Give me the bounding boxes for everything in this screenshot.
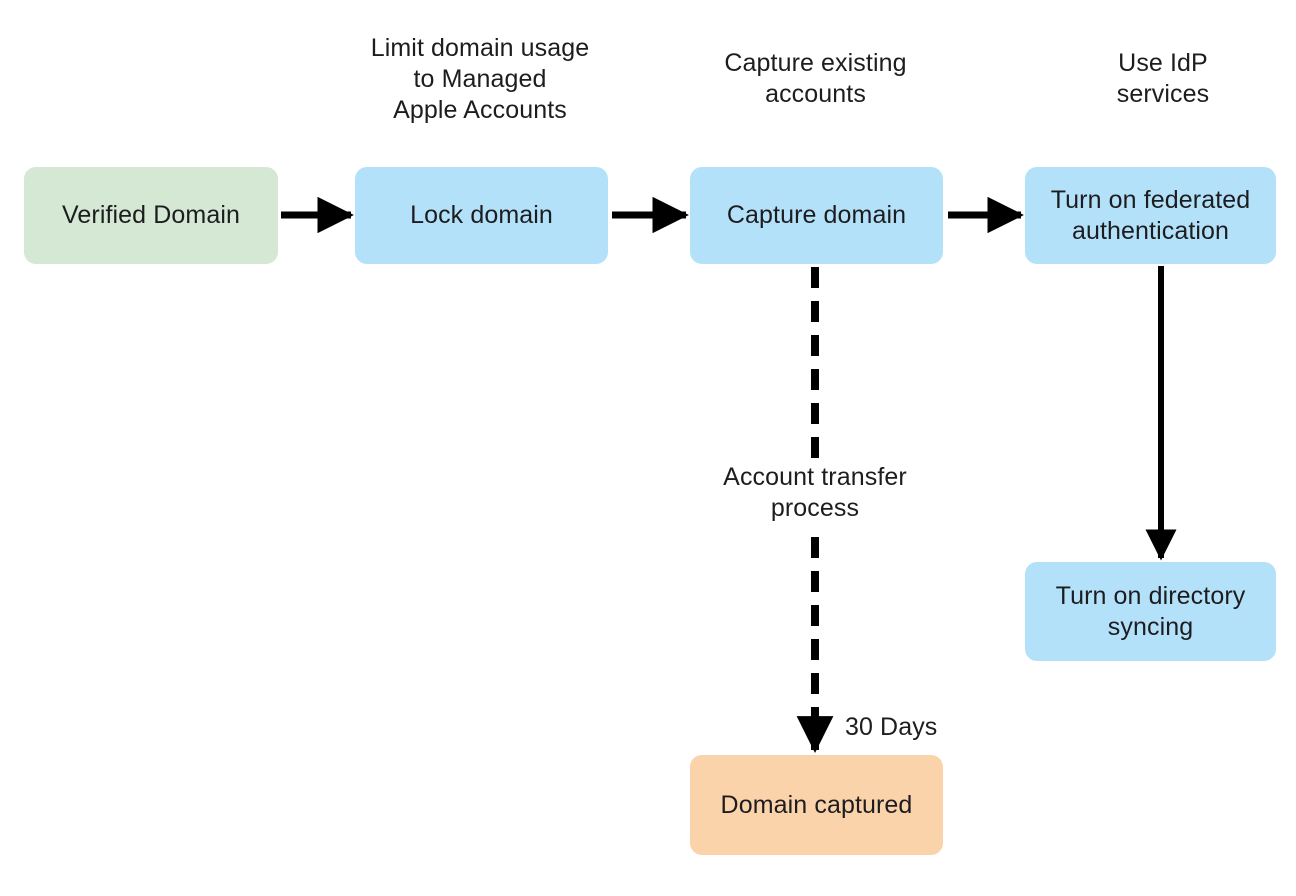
node-capture-domain[interactable]: Capture domain (690, 167, 943, 264)
caption-capture-domain: Capture existing accounts (724, 49, 907, 108)
caption-lock-domain: Limit domain usage to Managed Apple Acco… (370, 34, 590, 124)
edge-label-account-transfer-process: Account transfer process (723, 463, 907, 522)
node-domain-captured[interactable]: Domain captured (690, 755, 943, 855)
node-federated-auth[interactable]: Turn on federated authentication (1025, 167, 1276, 264)
node-directory-syncing[interactable]: Turn on directory syncing (1025, 562, 1276, 661)
node-verified-domain[interactable]: Verified Domain (24, 167, 278, 264)
node-lock-domain[interactable]: Lock domain (355, 167, 608, 264)
caption-federated-auth: Use IdP services (1116, 49, 1210, 108)
edge-label-30-days: 30 Days (845, 713, 938, 741)
